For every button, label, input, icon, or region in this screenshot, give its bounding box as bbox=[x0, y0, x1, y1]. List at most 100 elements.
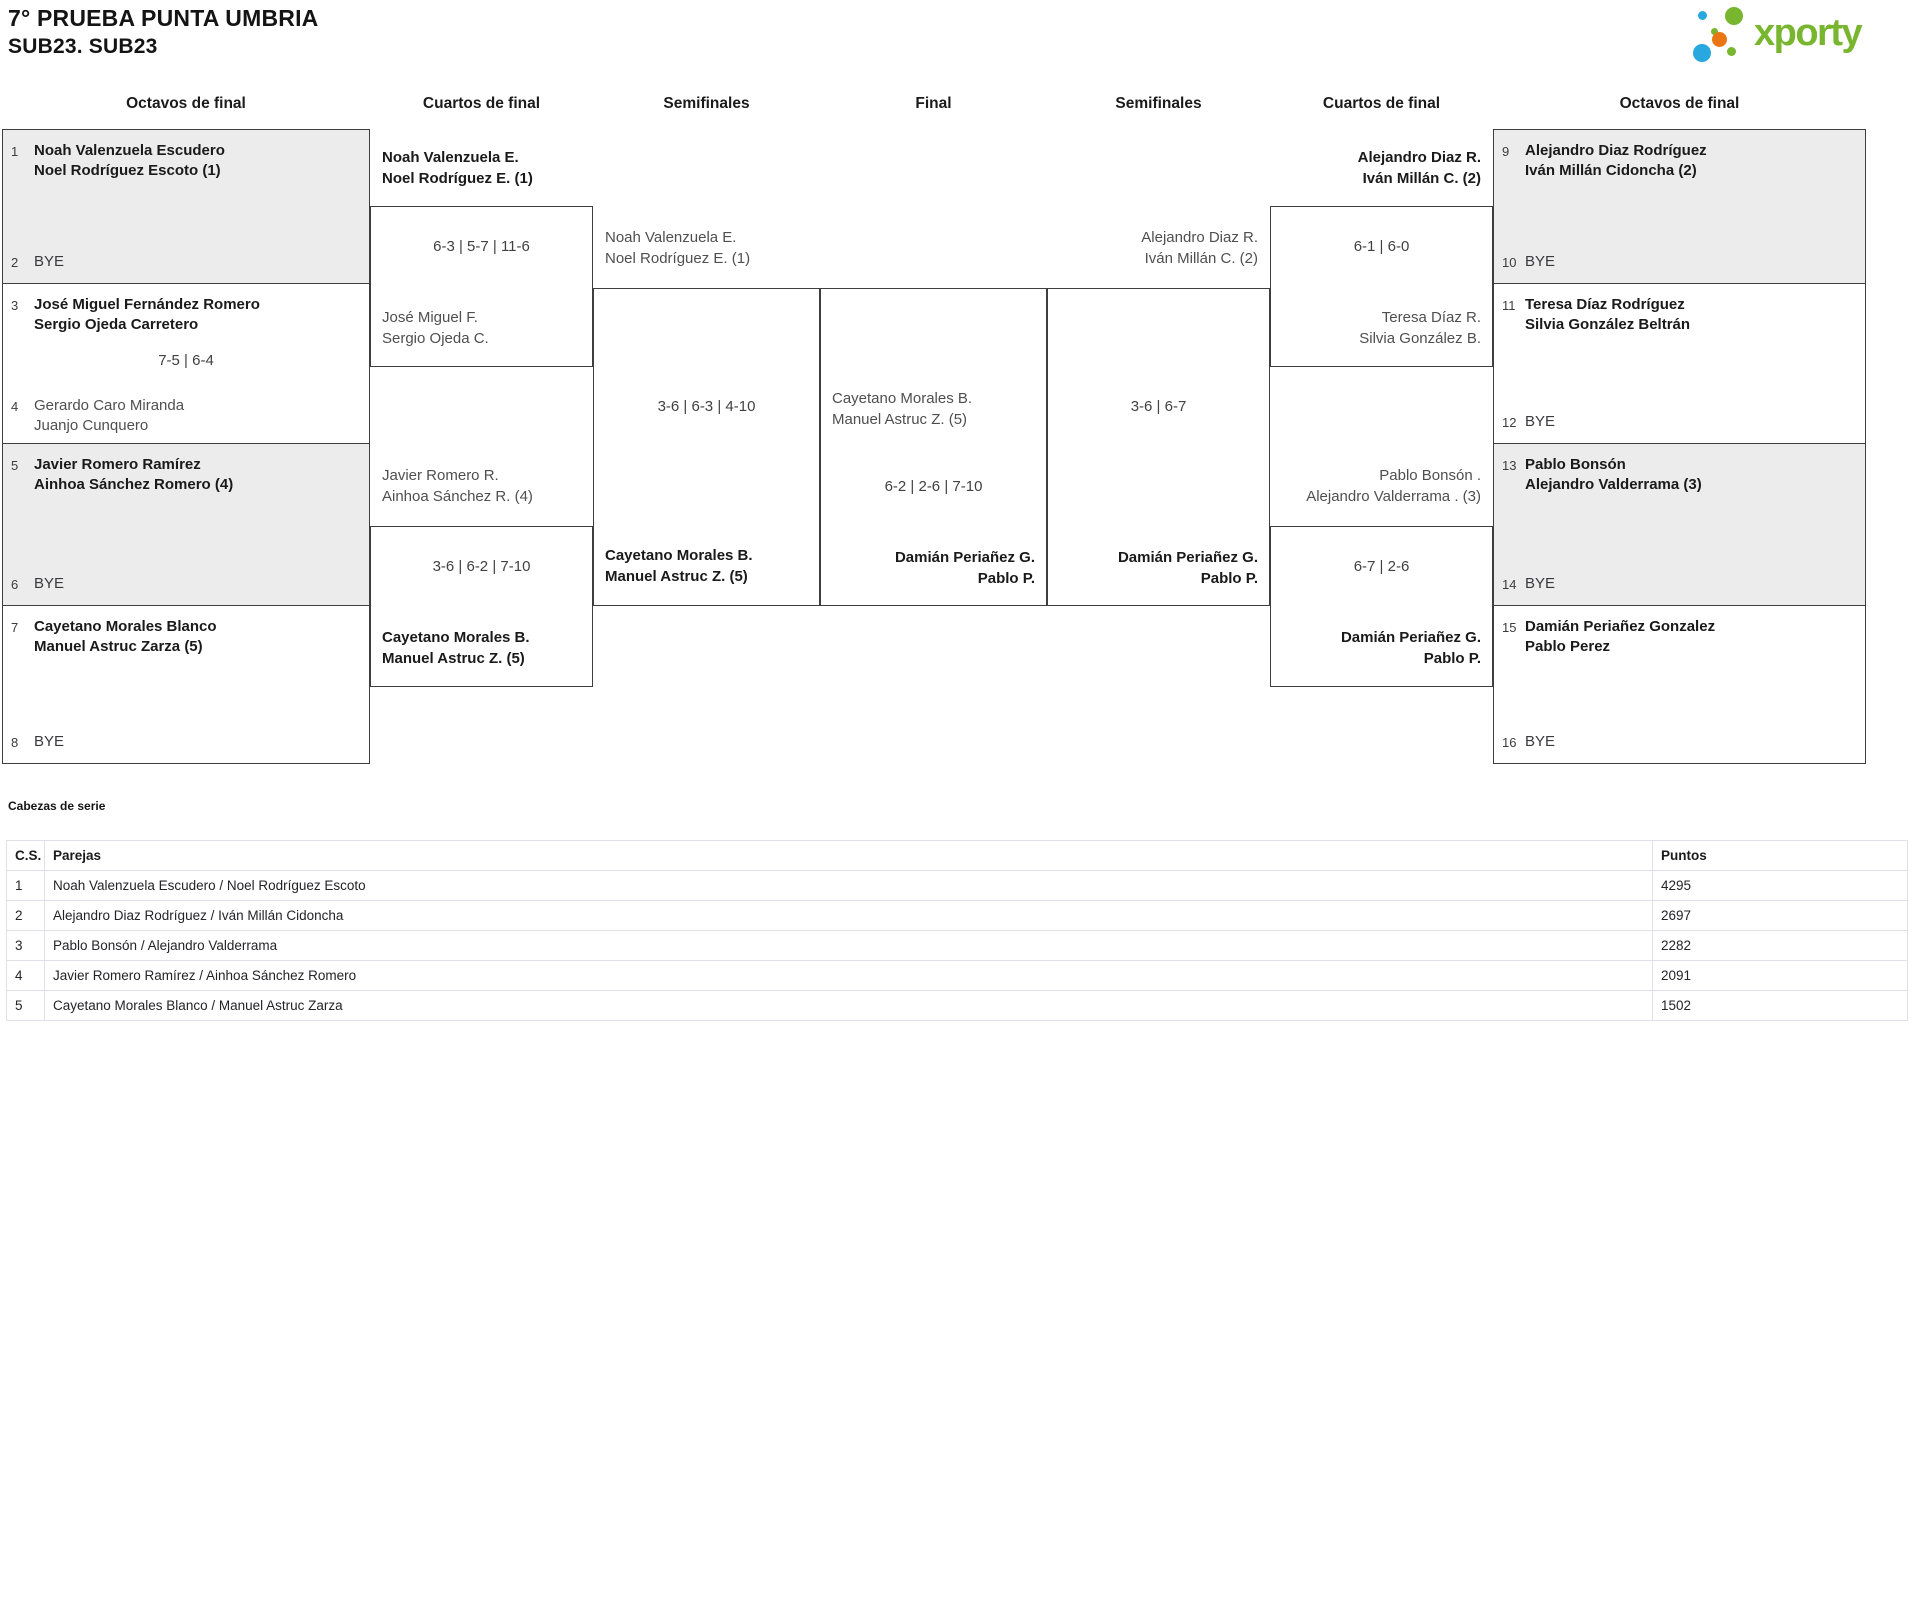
team-name: BYE bbox=[1525, 574, 1556, 592]
seed-number: 2 bbox=[6, 900, 45, 931]
team-name: BYE bbox=[1525, 412, 1556, 430]
team-name: Cayetano Morales B.Manuel Astruc Z. (5) bbox=[605, 547, 753, 585]
seed-points: 2091 bbox=[1652, 960, 1908, 991]
team-name: Cayetano Morales B.Manuel Astruc Z. (5) bbox=[832, 390, 973, 428]
team-name: BYE bbox=[34, 574, 65, 592]
seeds-table: C.S. Parejas Puntos 1 Noah Valenzuela Es… bbox=[6, 840, 1908, 1021]
logo-dot bbox=[1712, 32, 1727, 47]
team-slot-14: 14 BYE bbox=[1494, 574, 1865, 594]
match-box-qf-right-1 bbox=[1270, 206, 1493, 367]
seed-position-number: 5 bbox=[11, 458, 19, 473]
seed-pair: Alejandro Diaz Rodríguez / Iván Millán C… bbox=[44, 900, 1653, 931]
match-score: 3-6 | 6-3 | 4-10 bbox=[657, 398, 756, 415]
seed-position-number: 14 bbox=[1502, 576, 1517, 592]
seed-position-number: 2 bbox=[11, 254, 19, 270]
xporty-logo-text: xporty bbox=[1754, 12, 1863, 54]
table-row: 1 Noah Valenzuela Escudero / Noel Rodríg… bbox=[6, 870, 1908, 901]
team-name: Noah Valenzuela E.Noel Rodríguez E. (1) bbox=[382, 149, 533, 187]
team-slot-2: 2 BYE bbox=[3, 252, 369, 272]
seed-number: 3 bbox=[6, 930, 45, 961]
team-name: BYE bbox=[34, 732, 65, 750]
seed-position-number: 9 bbox=[1502, 144, 1510, 159]
seed-position-number: 15 bbox=[1502, 620, 1517, 635]
team-name: BYE bbox=[1525, 732, 1556, 750]
team-name: José Miguel F.Sergio Ojeda C. bbox=[382, 309, 489, 347]
logo-dot bbox=[1698, 11, 1707, 20]
logo-dot bbox=[1693, 44, 1711, 62]
logo-dot bbox=[1711, 28, 1718, 35]
seed-points: 2282 bbox=[1652, 930, 1908, 961]
logo-dot bbox=[1727, 47, 1736, 56]
match-score: 3-6 | 6-2 | 7-10 bbox=[432, 558, 531, 575]
column-header-cs: C.S. bbox=[6, 840, 45, 871]
team-name: BYE bbox=[34, 252, 65, 270]
seed-pair: Noah Valenzuela Escudero / Noel Rodrígue… bbox=[44, 870, 1653, 901]
match-score: 3-6 | 6-7 bbox=[1130, 398, 1187, 415]
seed-position-number: 3 bbox=[11, 298, 19, 313]
table-row: 4 Javier Romero Ramírez / Ainhoa Sánchez… bbox=[6, 960, 1908, 991]
page-title: 7° PRUEBA PUNTA UMBRIA bbox=[8, 5, 319, 31]
round-header-octavos-right: Octavos de final bbox=[1619, 95, 1740, 112]
seed-number: 1 bbox=[6, 870, 45, 901]
seed-position-number: 7 bbox=[11, 620, 19, 635]
round-header-semis-right: Semifinales bbox=[1115, 95, 1202, 112]
round-header-cuartos-left: Cuartos de final bbox=[422, 95, 541, 112]
match-score: 6-1 | 6-0 bbox=[1353, 238, 1410, 255]
seed-position-number: 1 bbox=[11, 144, 19, 159]
team-name: Alejandro Diaz R.Iván Millán C. (2) bbox=[1141, 229, 1258, 267]
team-slot-10: 10 BYE bbox=[1494, 252, 1865, 272]
match-score: 6-2 | 2-6 | 7-10 bbox=[884, 478, 983, 495]
team-name: Pablo Bonsón .Alejandro Valderrama . (3) bbox=[1306, 467, 1481, 505]
seed-number: 5 bbox=[6, 990, 45, 1021]
round-header-final: Final bbox=[915, 95, 952, 112]
team-slot-8: 8 BYE bbox=[3, 732, 369, 752]
match-score: 7-5 | 6-4 bbox=[158, 352, 214, 369]
xporty-logo[interactable]: xporty bbox=[1688, 4, 1916, 66]
match-box-final bbox=[820, 288, 1047, 606]
seed-pair: Pablo Bonsón / Alejandro Valderrama bbox=[44, 930, 1653, 961]
match-score: 6-7 | 2-6 bbox=[1353, 558, 1410, 575]
team-name: Damián Periañez G.Pablo P. bbox=[894, 549, 1035, 587]
match-box-sf-left bbox=[593, 288, 820, 606]
match-score: 6-3 | 5-7 | 11-6 bbox=[433, 238, 530, 255]
seed-position-number: 12 bbox=[1502, 414, 1517, 430]
team-slot-12: 12 BYE bbox=[1494, 412, 1865, 432]
table-row: 3 Pablo Bonsón / Alejandro Valderrama 22… bbox=[6, 930, 1908, 961]
logo-dot bbox=[1725, 7, 1743, 25]
column-header-parejas: Parejas bbox=[44, 840, 1653, 871]
match-box-qf-left-2 bbox=[370, 526, 593, 687]
seed-position-number: 6 bbox=[11, 576, 19, 592]
seed-position-number: 8 bbox=[11, 734, 19, 750]
table-row: 2 Alejandro Diaz Rodríguez / Iván Millán… bbox=[6, 900, 1908, 931]
column-header-puntos: Puntos bbox=[1652, 840, 1908, 871]
seeds-header-row: C.S. Parejas Puntos bbox=[6, 840, 1908, 871]
team-name: Damián Periañez G.Pablo P. bbox=[1117, 549, 1258, 587]
team-name: BYE bbox=[1525, 252, 1556, 270]
round-header-semis-left: Semifinales bbox=[663, 95, 750, 112]
team-name: Cayetano Morales B.Manuel Astruc Z. (5) bbox=[382, 629, 530, 667]
seeds-section-title: Cabezas de serie bbox=[8, 799, 106, 813]
team-name: Teresa Díaz R.Silvia González B. bbox=[1359, 309, 1481, 347]
team-slot-6: 6 BYE bbox=[3, 574, 369, 594]
seed-position-number: 11 bbox=[1502, 298, 1516, 313]
seed-points: 4295 bbox=[1652, 870, 1908, 901]
seed-points: 1502 bbox=[1652, 990, 1908, 1021]
